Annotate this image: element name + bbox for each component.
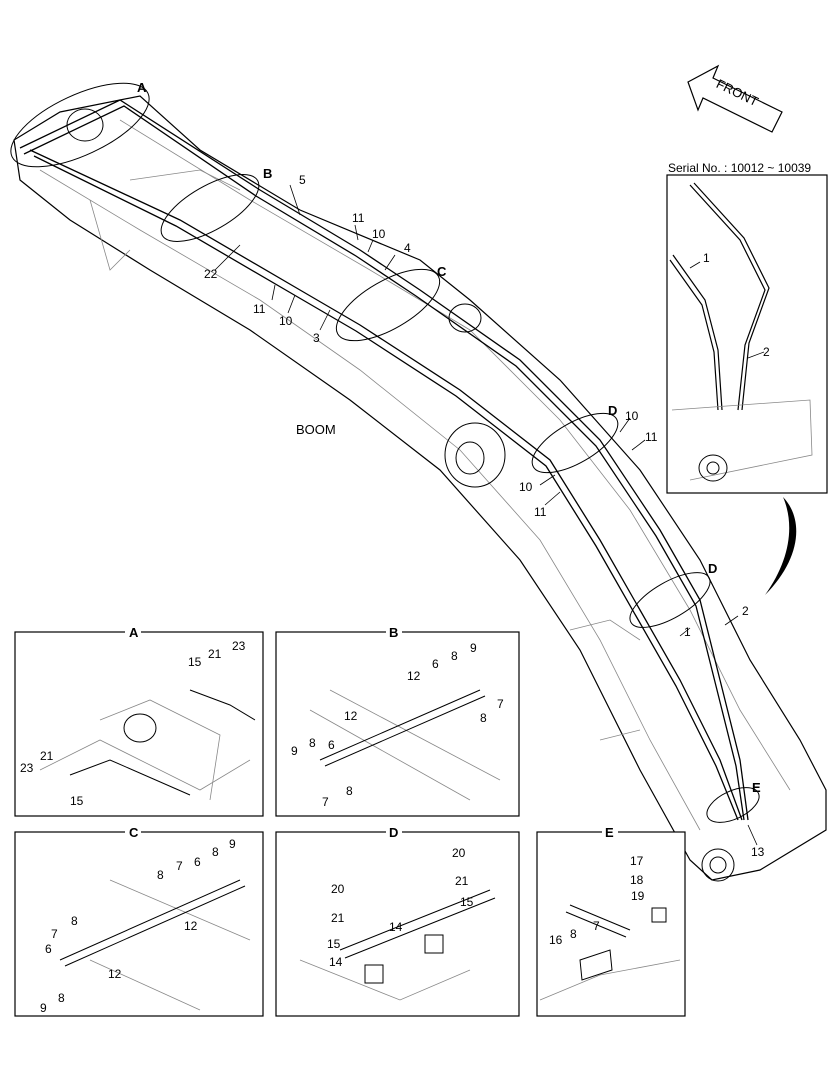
detail-C-label-9: 12 <box>108 967 122 981</box>
detail-C-label-5: 12 <box>184 919 198 933</box>
main-callouts: A B C D D E 1 2 3 4 5 10 10 10 10 11 11 … <box>137 80 765 859</box>
detail-D-labels: 20 21 15 20 21 14 15 14 <box>327 846 474 969</box>
detail-B-label-8: 8 <box>309 736 316 750</box>
detail-C-label-6: 7 <box>51 927 58 941</box>
detail-C-title: C <box>129 825 139 840</box>
detail-E-label-4: 7 <box>593 919 600 933</box>
detail-B-label-1: 8 <box>451 649 458 663</box>
callout-3: 3 <box>313 331 320 345</box>
detail-A-label-3: 21 <box>40 749 54 763</box>
detail-C-label-1: 8 <box>212 845 219 859</box>
detail-B-label-10: 7 <box>322 795 329 809</box>
detail-E-label-3: 8 <box>570 927 577 941</box>
callout-B: B <box>263 166 272 181</box>
detail-C-label-3: 6 <box>194 855 201 869</box>
detail-B-label-3: 12 <box>407 669 421 683</box>
callout-10d: 10 <box>519 480 533 494</box>
inset-callout-1: 1 <box>703 251 710 265</box>
detail-A-label-2: 15 <box>188 655 202 669</box>
detail-B-title: B <box>389 625 398 640</box>
detail-B-label-7: 9 <box>291 744 298 758</box>
callout-E: E <box>752 780 761 795</box>
detail-D-title: D <box>389 825 398 840</box>
detail-B-label-4: 7 <box>497 697 504 711</box>
detail-D-label-1: 21 <box>455 874 469 888</box>
callout-5: 5 <box>299 173 306 187</box>
callout-C: C <box>437 264 447 279</box>
serial-label: Serial No. : 10012 ~ 10039 <box>668 161 811 175</box>
detail-B-label-0: 9 <box>470 641 477 655</box>
callout-11c: 11 <box>645 430 658 444</box>
detail-B-label-2: 6 <box>432 657 439 671</box>
detail-B-label-11: 8 <box>346 784 353 798</box>
callout-A: A <box>137 80 147 95</box>
detail-C-label-7: 8 <box>71 914 78 928</box>
callout-1: 1 <box>684 625 691 639</box>
detail-A-box: A 23 21 15 21 23 15 <box>14 624 264 817</box>
callout-22: 22 <box>204 267 218 281</box>
detail-D-label-5: 14 <box>389 920 403 934</box>
callout-4: 4 <box>404 241 411 255</box>
detail-E-label-5: 16 <box>549 933 563 947</box>
detail-B-label-6: 12 <box>344 709 358 723</box>
detail-C-label-8: 6 <box>45 942 52 956</box>
detail-E-box: E 17 18 19 8 7 16 <box>536 824 686 1017</box>
callout-D2: D <box>708 561 717 576</box>
detail-B-label-9: 6 <box>328 738 335 752</box>
callout-11d: 11 <box>534 505 547 519</box>
callout-11a: 11 <box>352 211 365 225</box>
detail-C-label-10: 9 <box>40 1001 47 1015</box>
detail-E-label-2: 19 <box>631 889 645 903</box>
callout-13: 13 <box>751 845 765 859</box>
detail-E-labels: 17 18 19 8 7 16 <box>549 854 645 947</box>
callout-2: 2 <box>742 604 749 618</box>
detail-E-label-1: 18 <box>630 873 644 887</box>
detail-A-label-4: 23 <box>20 761 34 775</box>
inset-callout-2: 2 <box>763 345 770 359</box>
detail-B-label-5: 8 <box>480 711 487 725</box>
detail-A-label-1: 21 <box>208 647 222 661</box>
detail-C-label-2: 7 <box>176 859 183 873</box>
front-arrow: FRONT <box>687 64 783 133</box>
main-leaders <box>214 184 758 846</box>
callout-10c: 10 <box>625 409 639 423</box>
callout-10a: 10 <box>372 227 386 241</box>
detail-D-label-6: 15 <box>327 937 341 951</box>
callout-10b: 10 <box>279 314 293 328</box>
detail-D-label-4: 21 <box>331 911 345 925</box>
detail-D-label-2: 15 <box>460 895 474 909</box>
callout-11b: 11 <box>253 302 266 316</box>
detail-A-labels: 23 21 15 21 23 15 <box>20 639 246 808</box>
boom-outline <box>13 95 827 882</box>
detail-A-label-5: 15 <box>70 794 84 808</box>
serial-inset: Serial No. : 10012 ~ 10039 1 2 <box>666 161 828 595</box>
callout-D1: D <box>608 403 617 418</box>
detail-E-label-0: 17 <box>630 854 644 868</box>
detail-E-title: E <box>605 825 614 840</box>
detail-callout-circles <box>10 82 760 823</box>
detail-C-label-0: 9 <box>229 837 236 851</box>
detail-D-box: D 20 21 15 20 21 14 15 14 <box>275 824 520 1017</box>
detail-C-label-11: 8 <box>58 991 65 1005</box>
detail-A-label-0: 23 <box>232 639 246 653</box>
detail-C-label-4: 8 <box>157 868 164 882</box>
detail-D-label-3: 20 <box>331 882 345 896</box>
detail-D-label-0: 20 <box>452 846 466 860</box>
detail-A-title: A <box>129 625 139 640</box>
detail-D-label-7: 14 <box>329 955 343 969</box>
boom-label: BOOM <box>296 422 336 437</box>
